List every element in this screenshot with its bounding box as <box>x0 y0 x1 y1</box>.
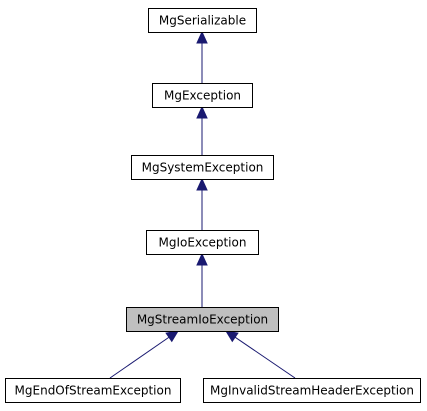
class-node-MgException[interactable]: MgException <box>152 83 253 108</box>
edges-layer <box>109 30 296 379</box>
inheritance-arrow-icon <box>196 30 208 44</box>
inheritance-arrow-icon <box>165 330 179 343</box>
class-node-MgEndOfStreamException[interactable]: MgEndOfStreamException <box>5 378 181 403</box>
class-label: MgException <box>164 89 241 103</box>
class-box[interactable] <box>126 307 279 332</box>
class-box[interactable] <box>152 83 253 108</box>
class-box[interactable] <box>148 8 257 33</box>
class-label: MgSystemException <box>142 161 264 175</box>
class-box[interactable] <box>146 230 259 255</box>
class-label: MgInvalidStreamHeaderException <box>210 384 414 398</box>
class-box[interactable] <box>5 378 181 403</box>
class-node-MgSerializable[interactable]: MgSerializable <box>148 8 257 33</box>
edge-MgEndOfStreamException-to-MgStreamIoException <box>109 336 170 379</box>
class-node-MgSystemException[interactable]: MgSystemException <box>131 155 274 180</box>
class-label: MgEndOfStreamException <box>15 384 172 398</box>
class-label: MgIoException <box>159 236 247 250</box>
class-label: MgStreamIoException <box>137 313 268 327</box>
inheritance-arrow-icon <box>225 330 239 343</box>
inheritance-arrow-icon <box>196 177 208 191</box>
class-node-MgStreamIoException[interactable]: MgStreamIoException <box>126 307 279 332</box>
class-box[interactable] <box>131 155 274 180</box>
class-label: MgSerializable <box>159 14 246 28</box>
edge-MgInvalidStreamHeaderException-to-MgStreamIoException <box>234 336 296 379</box>
class-node-MgIoException[interactable]: MgIoException <box>146 230 259 255</box>
class-box[interactable] <box>203 378 421 403</box>
class-node-MgInvalidStreamHeaderException[interactable]: MgInvalidStreamHeaderException <box>203 378 421 403</box>
inheritance-arrow-icon <box>196 252 208 266</box>
inheritance-arrow-icon <box>196 105 208 119</box>
nodes-layer: MgSerializableMgExceptionMgSystemExcepti… <box>5 8 421 403</box>
